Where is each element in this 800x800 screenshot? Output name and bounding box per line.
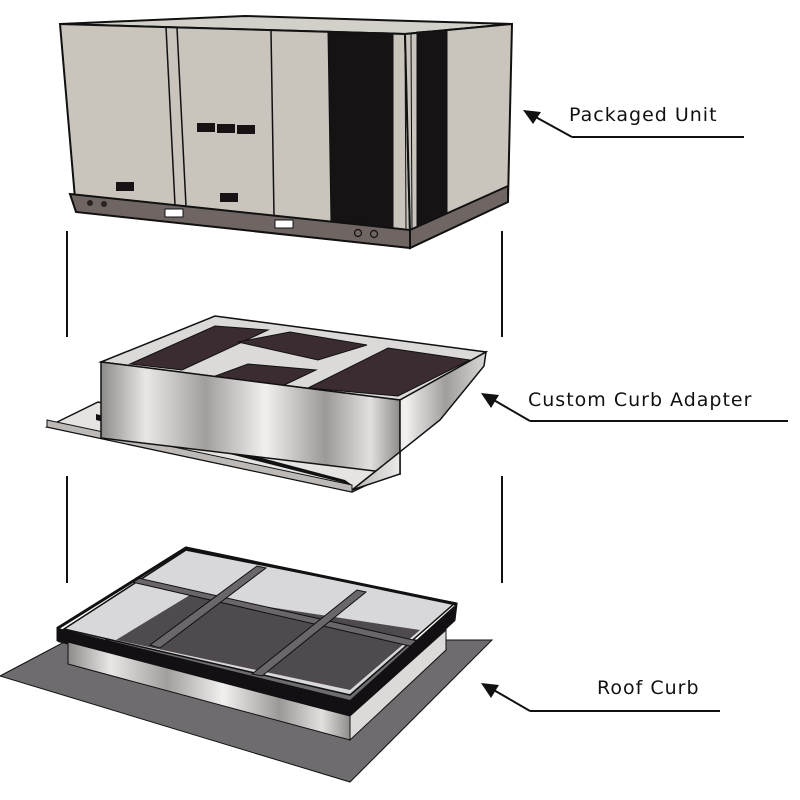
vent-icon — [197, 123, 215, 132]
arrowhead-icon — [481, 393, 499, 408]
vent-icon — [220, 193, 238, 202]
packaged-unit — [58, 14, 514, 250]
alignment-lines — [66, 231, 503, 583]
arrowhead-icon — [523, 110, 541, 124]
callout-arrow-curb-adapter — [481, 393, 788, 422]
vent-icon — [116, 182, 134, 191]
vent-icon — [237, 125, 255, 134]
callout-arrow-roof-curb — [481, 683, 720, 712]
callout-arrow-packaged-unit — [523, 110, 744, 138]
vent-icon — [217, 124, 235, 133]
label-packaged-unit: Packaged Unit — [569, 104, 718, 126]
arrowhead-icon — [481, 683, 499, 698]
roof-curb — [0, 546, 494, 783]
label-custom-curb-adapter: Custom Curb Adapter — [528, 389, 753, 411]
custom-curb-adapter — [44, 315, 489, 493]
label-roof-curb: Roof Curb — [597, 677, 700, 699]
